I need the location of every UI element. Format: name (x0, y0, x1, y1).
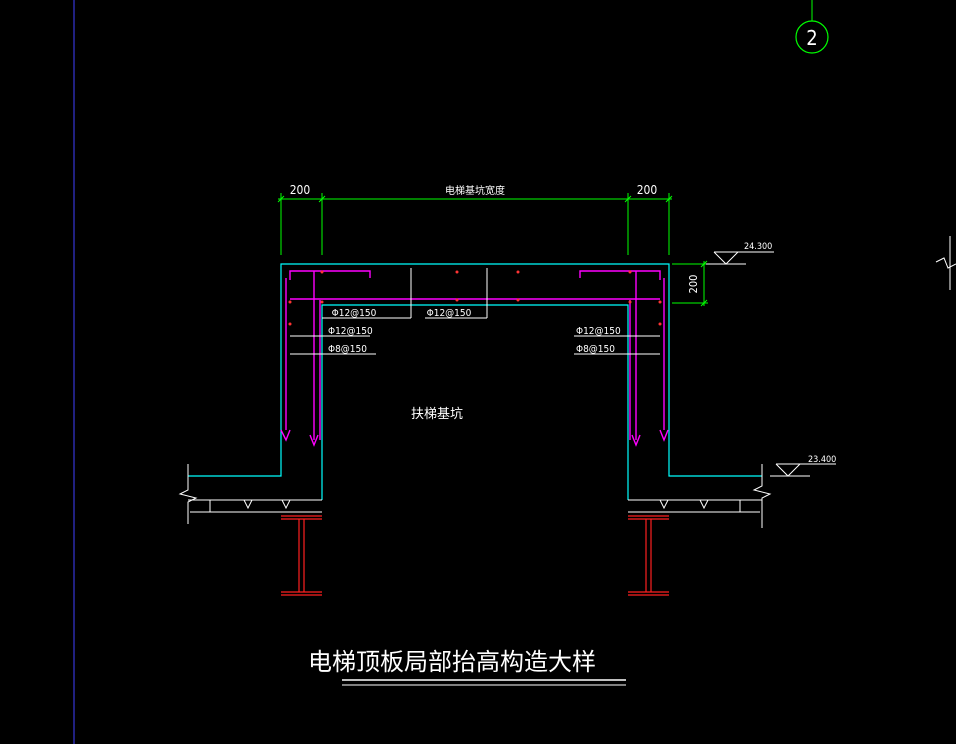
steel-beam-right (628, 515, 669, 596)
elevation-marker-floor (770, 463, 836, 477)
axis-bubble-label: 2 (806, 26, 817, 50)
leader-lines (290, 268, 660, 355)
rebar-label-top-mid: Φ12@150 (427, 308, 472, 319)
axis-bubble-2: 2 (795, 0, 829, 54)
rebar-label-left-stirrup: Φ8@150 (328, 344, 367, 355)
elevation-label-top: 24.300 (744, 242, 772, 252)
rebar-dots (288, 270, 662, 326)
elevation-marker-top (706, 251, 774, 265)
rebar-lines (280, 270, 669, 447)
rebar-label-top-left: Φ12@150 (332, 308, 377, 319)
concrete-outline (188, 263, 762, 500)
floor-slab-lines (178, 464, 772, 528)
dim-left-wall: 200 (290, 183, 311, 197)
dim-right-wall: 200 (637, 183, 658, 197)
rebar-label-right-stirrup: Φ8@150 (576, 344, 615, 355)
right-edge-break-symbol (935, 236, 956, 290)
dimension-lines (277, 193, 708, 307)
elevation-label-floor: 23.400 (808, 455, 836, 465)
rebar-label-right-vertical: Φ12@150 (576, 326, 621, 337)
title-underline (342, 679, 626, 686)
steel-beam-left (281, 515, 322, 596)
rebar-label-left-vertical: Φ12@150 (328, 326, 373, 337)
dim-slab-thickness: 200 (687, 275, 700, 294)
drawing-title: 电梯顶板局部抬高构造大样 (308, 648, 596, 676)
pit-label: 扶梯基坑 (411, 407, 463, 422)
dim-pit-width: 电梯基坑宽度 (445, 184, 505, 197)
